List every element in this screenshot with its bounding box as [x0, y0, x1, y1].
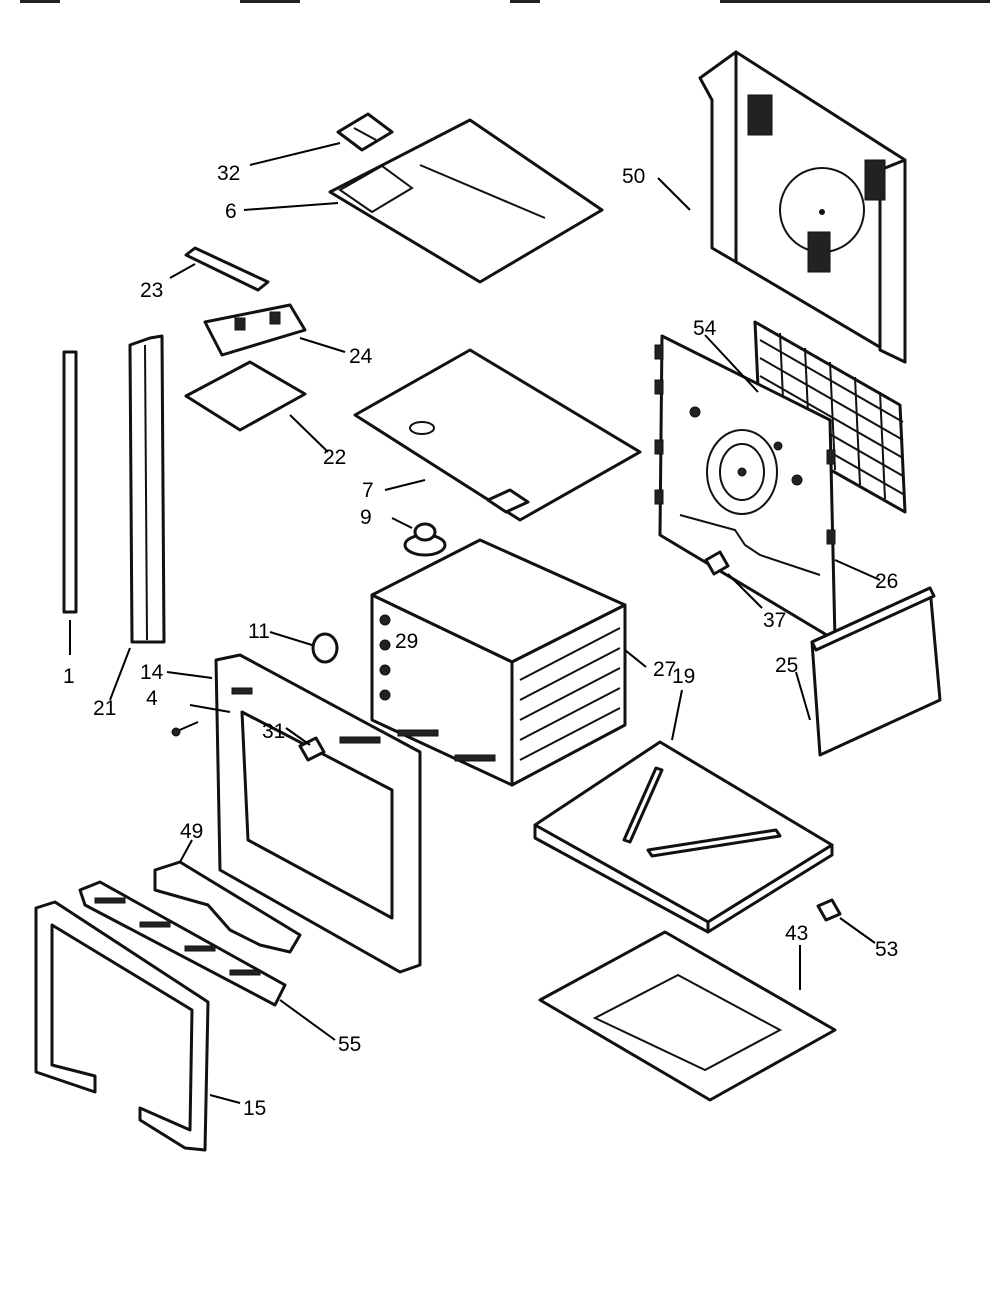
- label-15: 15: [243, 1097, 266, 1120]
- label-19: 19: [672, 665, 695, 688]
- label-32: 32: [217, 162, 240, 185]
- rear-panel-part-50: [698, 50, 907, 364]
- label-14: 14: [140, 661, 164, 684]
- gasket-part-15: [34, 900, 210, 1152]
- bracket-part-23: [184, 246, 270, 292]
- clip-part-37: [704, 550, 730, 576]
- label-27: 27: [653, 658, 676, 681]
- label-6: 6: [225, 200, 237, 223]
- knob-part-9: [403, 522, 447, 557]
- trim-part-49: [153, 860, 302, 954]
- label-4: 4: [146, 687, 158, 710]
- cropped-header-text: [20, 0, 990, 3]
- label-49: 49: [180, 820, 203, 843]
- label-1: 1: [63, 665, 75, 688]
- bottom-tray-part-19: [533, 740, 834, 934]
- label-24: 24: [349, 345, 373, 368]
- label-11: 11: [248, 620, 270, 643]
- label-21: 21: [93, 697, 116, 720]
- label-7: 7: [362, 479, 374, 502]
- label-26: 26: [875, 570, 898, 593]
- bottom-pan-part-43: [538, 930, 837, 1102]
- oven-cavity-part-27: [370, 538, 627, 787]
- label-29: 29: [395, 630, 418, 653]
- vent-cover-part-32: [336, 112, 394, 152]
- plate-part-22: [184, 360, 307, 432]
- side-rail-part-21: [128, 334, 166, 644]
- label-50: 50: [622, 165, 645, 188]
- label-25: 25: [775, 654, 798, 677]
- label-53: 53: [875, 938, 898, 961]
- label-23: 23: [140, 279, 163, 302]
- top-panel-part-6: [328, 118, 604, 284]
- vent-trim-part-55: [78, 880, 287, 1007]
- label-9: 9: [360, 506, 372, 529]
- rod-part-1: [62, 350, 78, 614]
- label-37: 37: [763, 609, 786, 632]
- top-tray-part-7: [353, 348, 642, 522]
- clip-part-53: [816, 898, 842, 922]
- screw-part-4: [171, 721, 199, 737]
- label-55: 55: [338, 1033, 361, 1056]
- part-labels: 32 6 50 23 24 54 22 7 9 26 37 11 29 27 1…: [63, 162, 898, 1120]
- door-frame-part-14: [214, 653, 422, 974]
- label-31: 31: [262, 720, 285, 743]
- label-22: 22: [323, 446, 346, 469]
- label-43: 43: [785, 922, 808, 945]
- label-54: 54: [693, 317, 717, 340]
- leader-lines: [69, 142, 881, 1104]
- lamp-part-31: [298, 736, 326, 762]
- side-panel-part-25: [810, 586, 942, 757]
- light-socket-part-11: [311, 632, 339, 664]
- switch-assembly-part-24: [203, 303, 307, 357]
